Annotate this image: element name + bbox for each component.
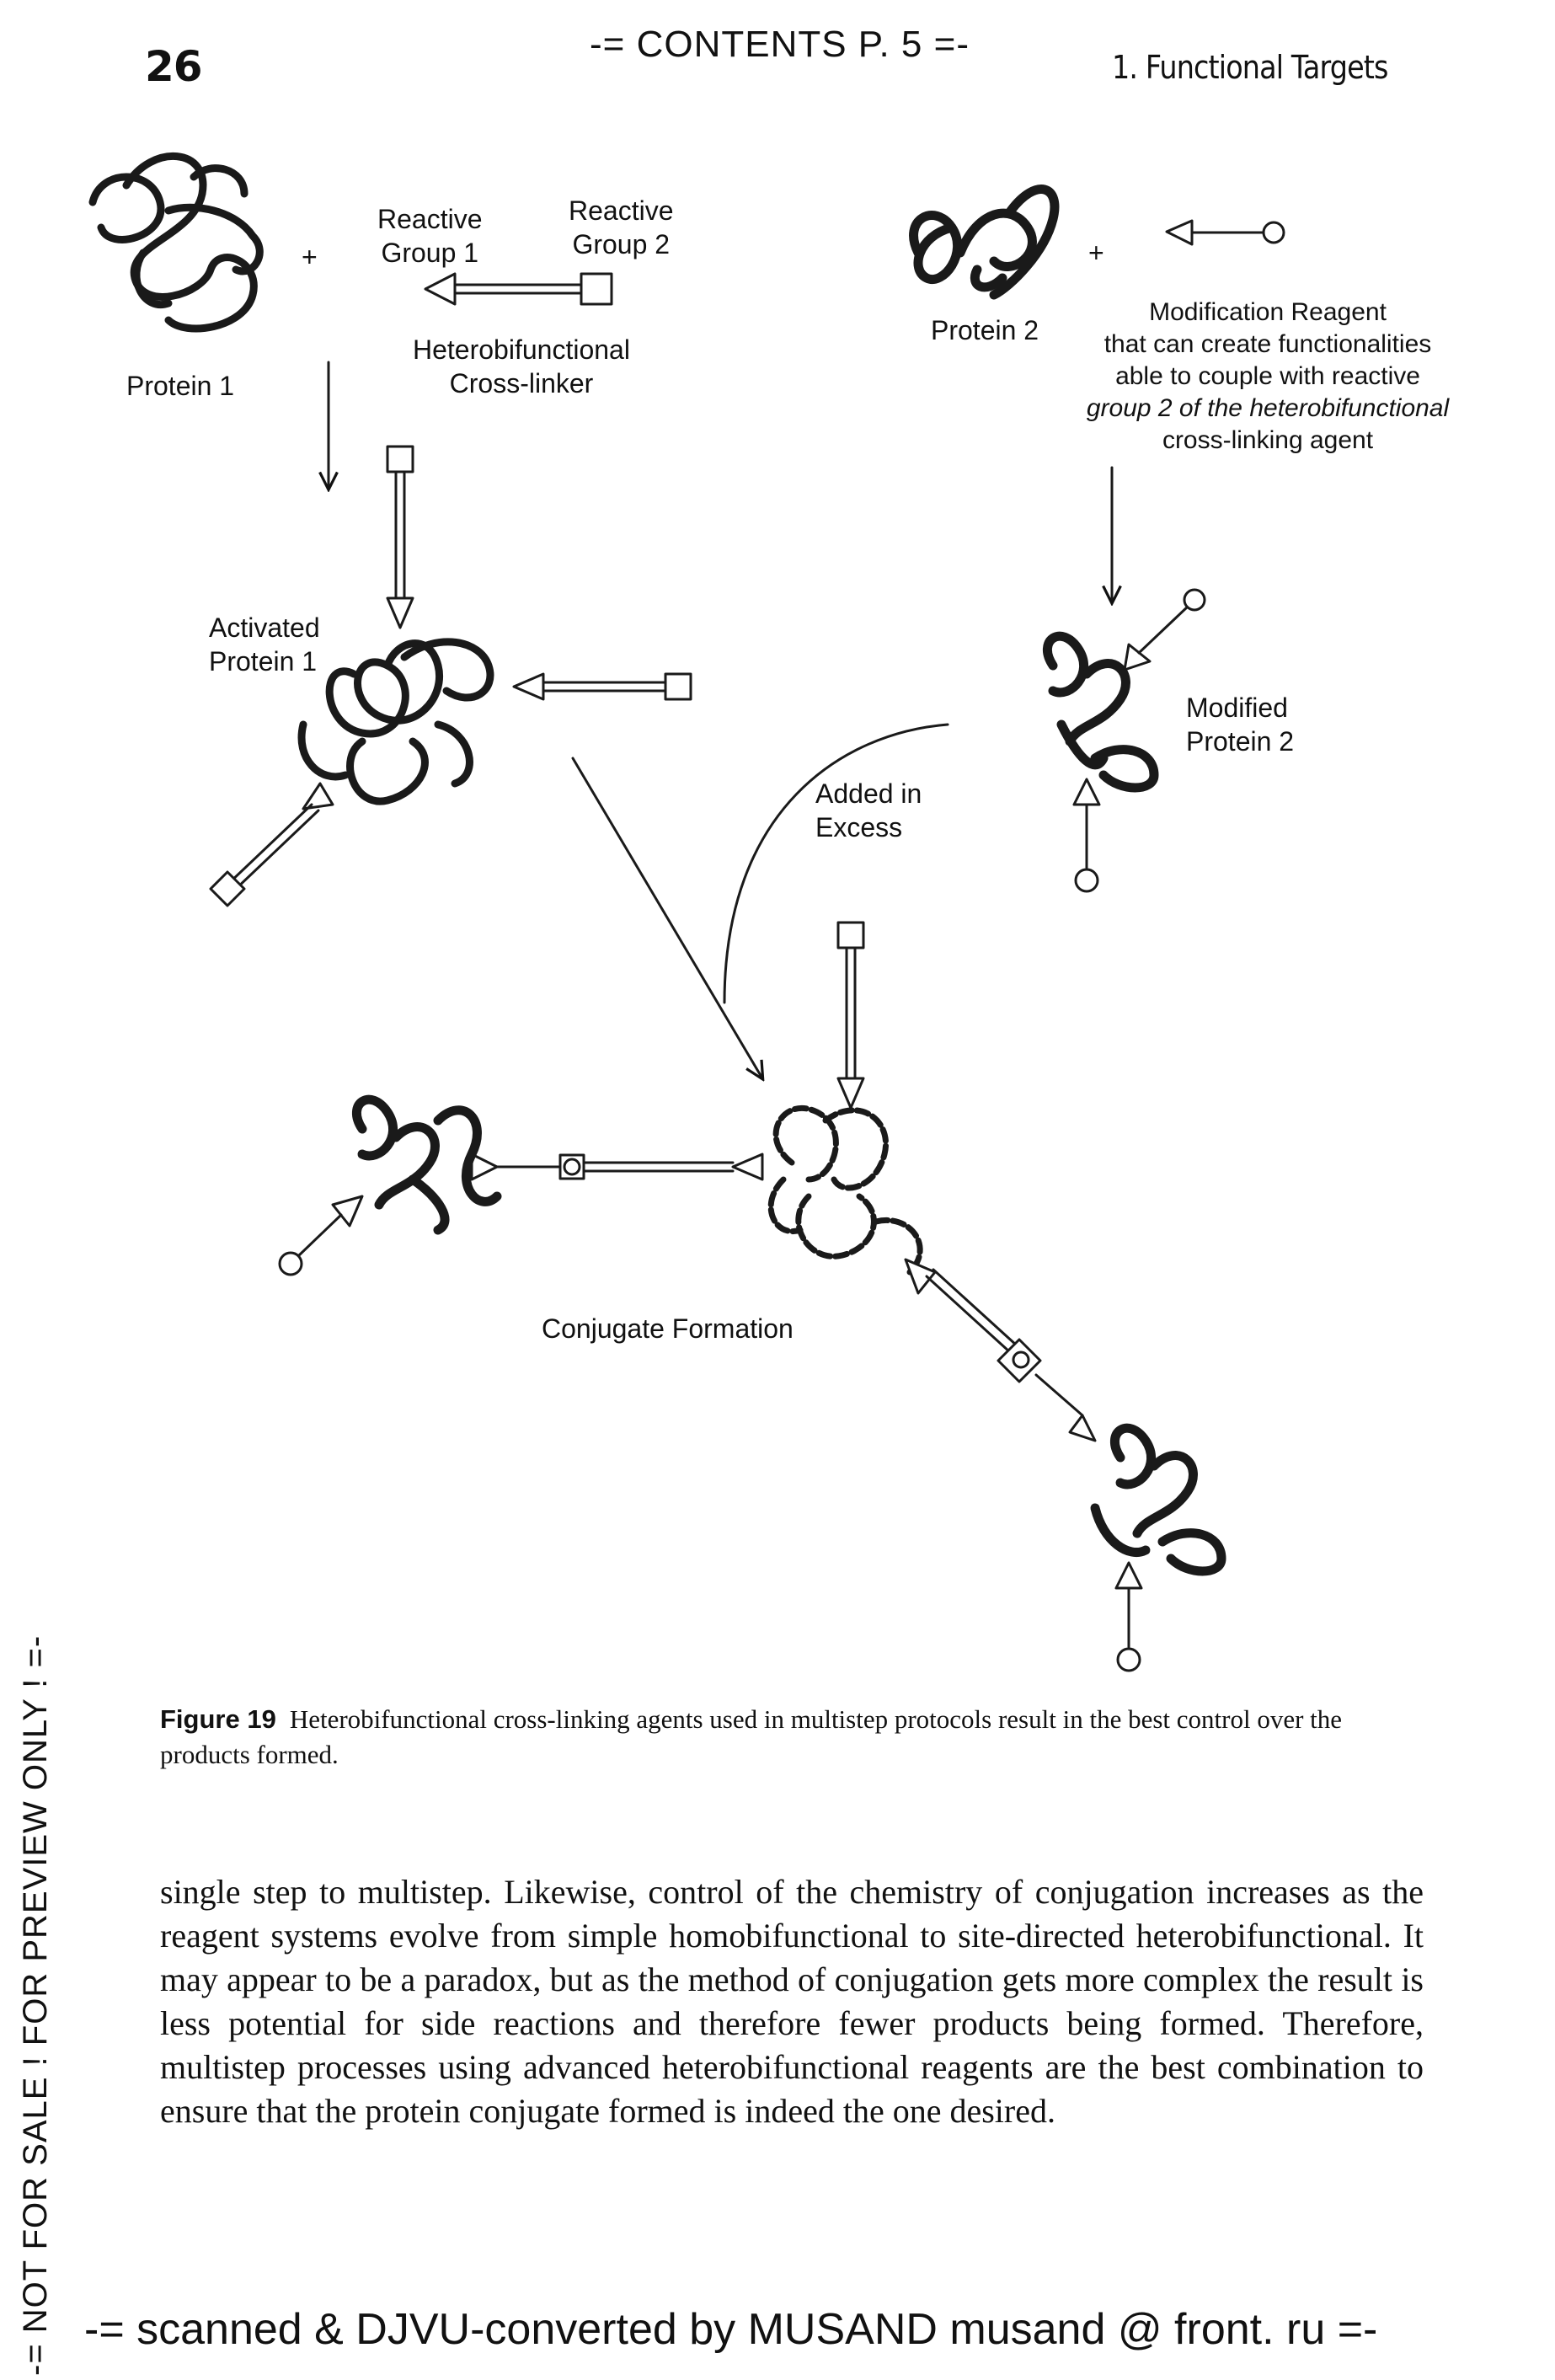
label-plus-right: + xyxy=(1088,238,1104,268)
side-watermark: -= NOT FOR SALE ! FOR PREVIEW ONLY ! =- xyxy=(17,1634,54,2376)
added-in-excess-curve xyxy=(723,723,949,1004)
running-head: 1. Functional Targets xyxy=(1112,49,1388,86)
protein1-coil xyxy=(88,152,264,333)
conjugate-bottom-linker xyxy=(1114,1561,1143,1672)
protein2-coil xyxy=(909,185,1060,300)
cross-linking-diagram xyxy=(88,152,1285,1672)
label-reactive-group2: Reactive Group 2 xyxy=(569,195,674,259)
conjugate-left-protein2 xyxy=(352,1094,502,1235)
label-crosslinker: Heterobifunctional Cross-linker xyxy=(413,334,630,398)
label-conjugate-formation: Conjugate Formation xyxy=(542,1313,794,1344)
body-paragraph: single step to multistep. Likewise, cont… xyxy=(160,1873,1424,2130)
footer-watermark: -= scanned & DJVU-converted by MUSAND mu… xyxy=(84,2305,1378,2354)
conjugate-linker-left xyxy=(470,1153,764,1181)
conjugate-left-linker-bottom xyxy=(278,1195,364,1276)
label-protein1: Protein 1 xyxy=(126,371,235,401)
activated-protein1 xyxy=(297,638,494,805)
conjugate-bottom-protein2 xyxy=(1090,1423,1226,1576)
modification-reagent xyxy=(1165,219,1285,246)
page-number: 26 xyxy=(145,42,203,91)
arrow-to-conjugate xyxy=(571,757,762,1078)
header-contents-link: -= CONTENTS P. 5 =- xyxy=(590,24,970,65)
modified-protein2 xyxy=(1043,631,1159,793)
activated-protein1-linker-top xyxy=(386,445,414,629)
label-modification-reagent: Modification Reagent that can create fun… xyxy=(1086,298,1450,454)
activated-protein1-linker-bottom xyxy=(209,782,334,907)
conjugate-linker-top xyxy=(836,921,865,1110)
label-plus-left: + xyxy=(302,242,318,272)
modified-protein2-linker-bottom xyxy=(1072,778,1101,893)
figure-caption-label: Figure 19 xyxy=(160,1704,276,1734)
label-modified-protein2: Modified Protein 2 xyxy=(1186,693,1295,757)
conjugate-linker-bottom-right xyxy=(904,1258,1097,1442)
heterobifunctional-crosslinker xyxy=(424,272,613,306)
label-protein2: Protein 2 xyxy=(931,315,1039,345)
label-added-in-excess: Added in Excess xyxy=(815,778,922,842)
label-reactive-group1: Reactive Group 1 xyxy=(377,204,483,268)
figure-caption-text: Heterobifunctional cross-linking agents … xyxy=(160,1704,1343,1769)
modified-protein2-linker-top xyxy=(1123,588,1206,671)
conjugate-core-protein xyxy=(767,1104,923,1276)
label-activated-protein1: Activated Protein 1 xyxy=(209,612,320,677)
activated-protein1-linker-right xyxy=(512,672,692,701)
